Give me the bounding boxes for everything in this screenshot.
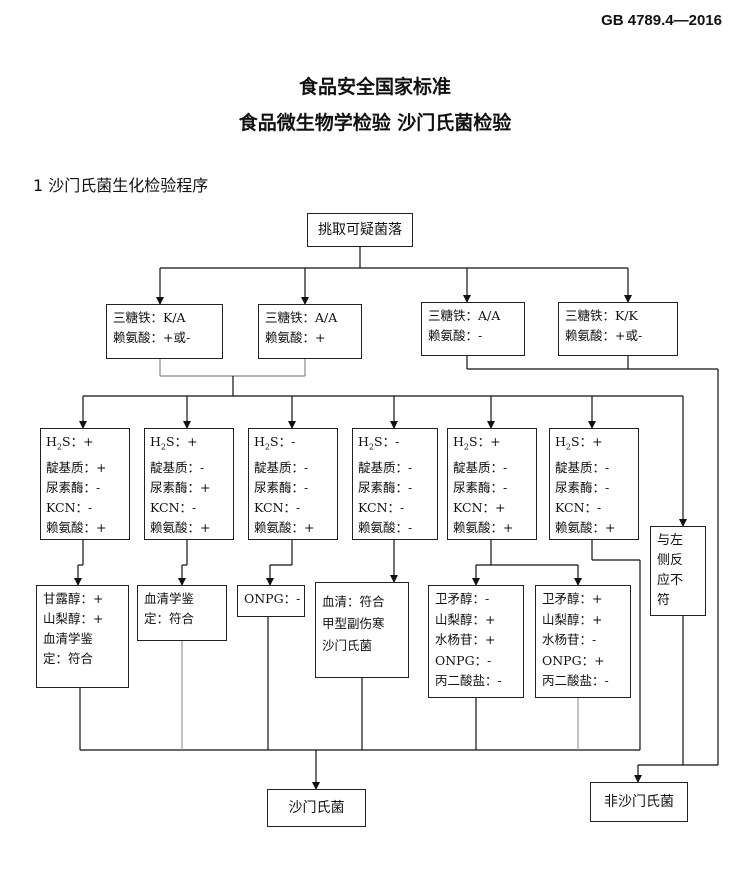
non-salmonella-result-box: 非沙门氏菌 [590, 782, 688, 822]
urease-line: 尿素酶：- [358, 479, 413, 495]
kcn-line: KCN：- [358, 499, 405, 515]
result-box: 甘露醇：+ 山梨醇：+ 血清学鉴 定：符合 [36, 585, 129, 688]
lysine-line: 赖氨酸：+或- [113, 330, 191, 345]
result-line: 甘露醇：+ [43, 591, 104, 606]
biochem-box: H2S：- 靛基质：- 尿素酶：- KCN：- 赖氨酸：- [352, 428, 438, 540]
kcn-line: KCN：+ [453, 499, 506, 515]
kcn-line: KCN：- [46, 499, 93, 515]
result-line: 卫矛醇：+ [542, 591, 603, 606]
result-line: 卫矛醇：- [435, 591, 490, 606]
lysine-line: 赖氨酸：+ [46, 519, 107, 535]
tsi-line: 三糖铁：A/A [428, 308, 501, 323]
section-heading: 1 沙门氏菌生化检验程序 [33, 176, 209, 195]
urease-line: 尿素酶：- [555, 479, 610, 495]
result-line: 丙二酸盐：- [542, 673, 609, 688]
tsi-line: 三糖铁：A/A [265, 310, 338, 325]
biochem-box: H2S：+ 靛基质：+ 尿素酶：- KCN：- 赖氨酸：+ [40, 428, 130, 540]
biochem-box: H2S：+ 靛基质：- 尿素酶：- KCN：+ 赖氨酸：+ [447, 428, 537, 540]
result-line: 山梨醇：+ [43, 611, 104, 626]
lysine-line: 赖氨酸：+ [254, 519, 315, 535]
result-line: 水杨苷：- [542, 632, 597, 647]
side-line: 应不 [657, 573, 684, 588]
indole-line: 靛基质：+ [46, 459, 107, 475]
h2s-line: H2S：+ [46, 434, 94, 452]
tsi-line: 三糖铁：K/K [565, 308, 638, 323]
indole-line: 靛基质：- [254, 459, 309, 475]
h2s-line: H2S：- [254, 434, 296, 452]
side-line: 符 [657, 593, 671, 608]
urease-line: 尿素酶：- [254, 479, 309, 495]
h2s-line: H2S：+ [453, 434, 501, 452]
h2s-line: H2S：- [358, 434, 400, 452]
kcn-line: KCN：- [555, 499, 602, 515]
urease-line: 尿素酶：- [453, 479, 508, 495]
lysine-line: 赖氨酸：- [428, 328, 483, 343]
result-line: 山梨醇：+ [542, 611, 603, 627]
result-box: 血清：符合 甲型副伤寒 沙门氏菌 [315, 582, 409, 678]
lysine-line: 赖氨酸：+ [555, 519, 616, 535]
kcn-line: KCN：- [254, 499, 301, 515]
urease-line: 尿素酶：+ [150, 479, 211, 495]
result-line: 定：符合 [144, 611, 195, 626]
tsi-box: 三糖铁：A/A 赖氨酸：- [421, 302, 525, 356]
document-title: 食品安全国家标准 [298, 76, 451, 98]
result-line: 定：符合 [43, 651, 94, 666]
urease-line: 尿素酶：- [46, 479, 101, 495]
result-line: 丙二酸盐：- [435, 673, 502, 688]
inconsistent-box: 与左 侧反 应不 符 [650, 526, 706, 616]
lysine-line: 赖氨酸：+ [150, 519, 211, 535]
result-box: 血清学鉴 定：符合 [137, 585, 227, 641]
tsi-box: 三糖铁：K/K 赖氨酸：+或- [558, 302, 678, 356]
lysine-line: 赖氨酸：+ [265, 330, 326, 345]
side-line: 侧反 [657, 553, 684, 568]
result-line: ONPG：- [435, 652, 492, 668]
result-line: 水杨苷：+ [435, 632, 496, 647]
h2s-line: H2S：+ [555, 434, 603, 452]
standard-code: GB 4789.4—2016 [601, 12, 722, 29]
result-line: ONPG：- [244, 591, 301, 606]
lysine-line: 赖氨酸：+或- [565, 328, 643, 343]
result-line: 甲型副伤寒 [322, 616, 385, 631]
side-line: 与左 [657, 533, 684, 548]
h2s-line: H2S：+ [150, 434, 198, 452]
result-line: 血清学鉴 [144, 591, 195, 606]
tsi-line: 三糖铁：K/A [113, 310, 186, 325]
document-subtitle: 食品微生物学检验 沙门氏菌检验 [238, 112, 512, 134]
lysine-line: 赖氨酸：- [358, 519, 413, 535]
result-box: 卫矛醇：- 山梨醇：+ 水杨苷：+ ONPG：- 丙二酸盐：- [428, 585, 524, 698]
indole-line: 靛基质：- [453, 459, 508, 475]
indole-line: 靛基质：- [150, 459, 205, 475]
biochem-box: H2S：+ 靛基质：- 尿素酶：- KCN：- 赖氨酸：+ [549, 428, 639, 540]
result-box: ONPG：- [237, 585, 305, 617]
biochem-box: H2S：+ 靛基质：- 尿素酶：+ KCN：- 赖氨酸：+ [144, 428, 234, 540]
tsi-box: 三糖铁：K/A 赖氨酸：+或- [106, 304, 223, 359]
start-box: 挑取可疑菌落 [307, 213, 413, 247]
result-box: 卫矛醇：+ 山梨醇：+ 水杨苷：- ONPG：+ 丙二酸盐：- [535, 585, 631, 698]
tsi-box: 三糖铁：A/A 赖氨酸：+ [258, 304, 362, 359]
result-line: 血清学鉴 [43, 631, 94, 646]
indole-line: 靛基质：- [358, 459, 413, 475]
result-line: 血清：符合 [322, 594, 385, 609]
result-line: 沙门氏菌 [322, 638, 373, 653]
lysine-line: 赖氨酸：+ [453, 519, 514, 535]
biochem-box: H2S：- 靛基质：- 尿素酶：- KCN：- 赖氨酸：+ [248, 428, 338, 540]
result-line: ONPG：+ [542, 652, 605, 668]
indole-line: 靛基质：- [555, 459, 610, 475]
kcn-line: KCN：- [150, 499, 197, 515]
result-line: 山梨醇：+ [435, 611, 496, 627]
salmonella-result-box: 沙门氏菌 [267, 789, 366, 827]
